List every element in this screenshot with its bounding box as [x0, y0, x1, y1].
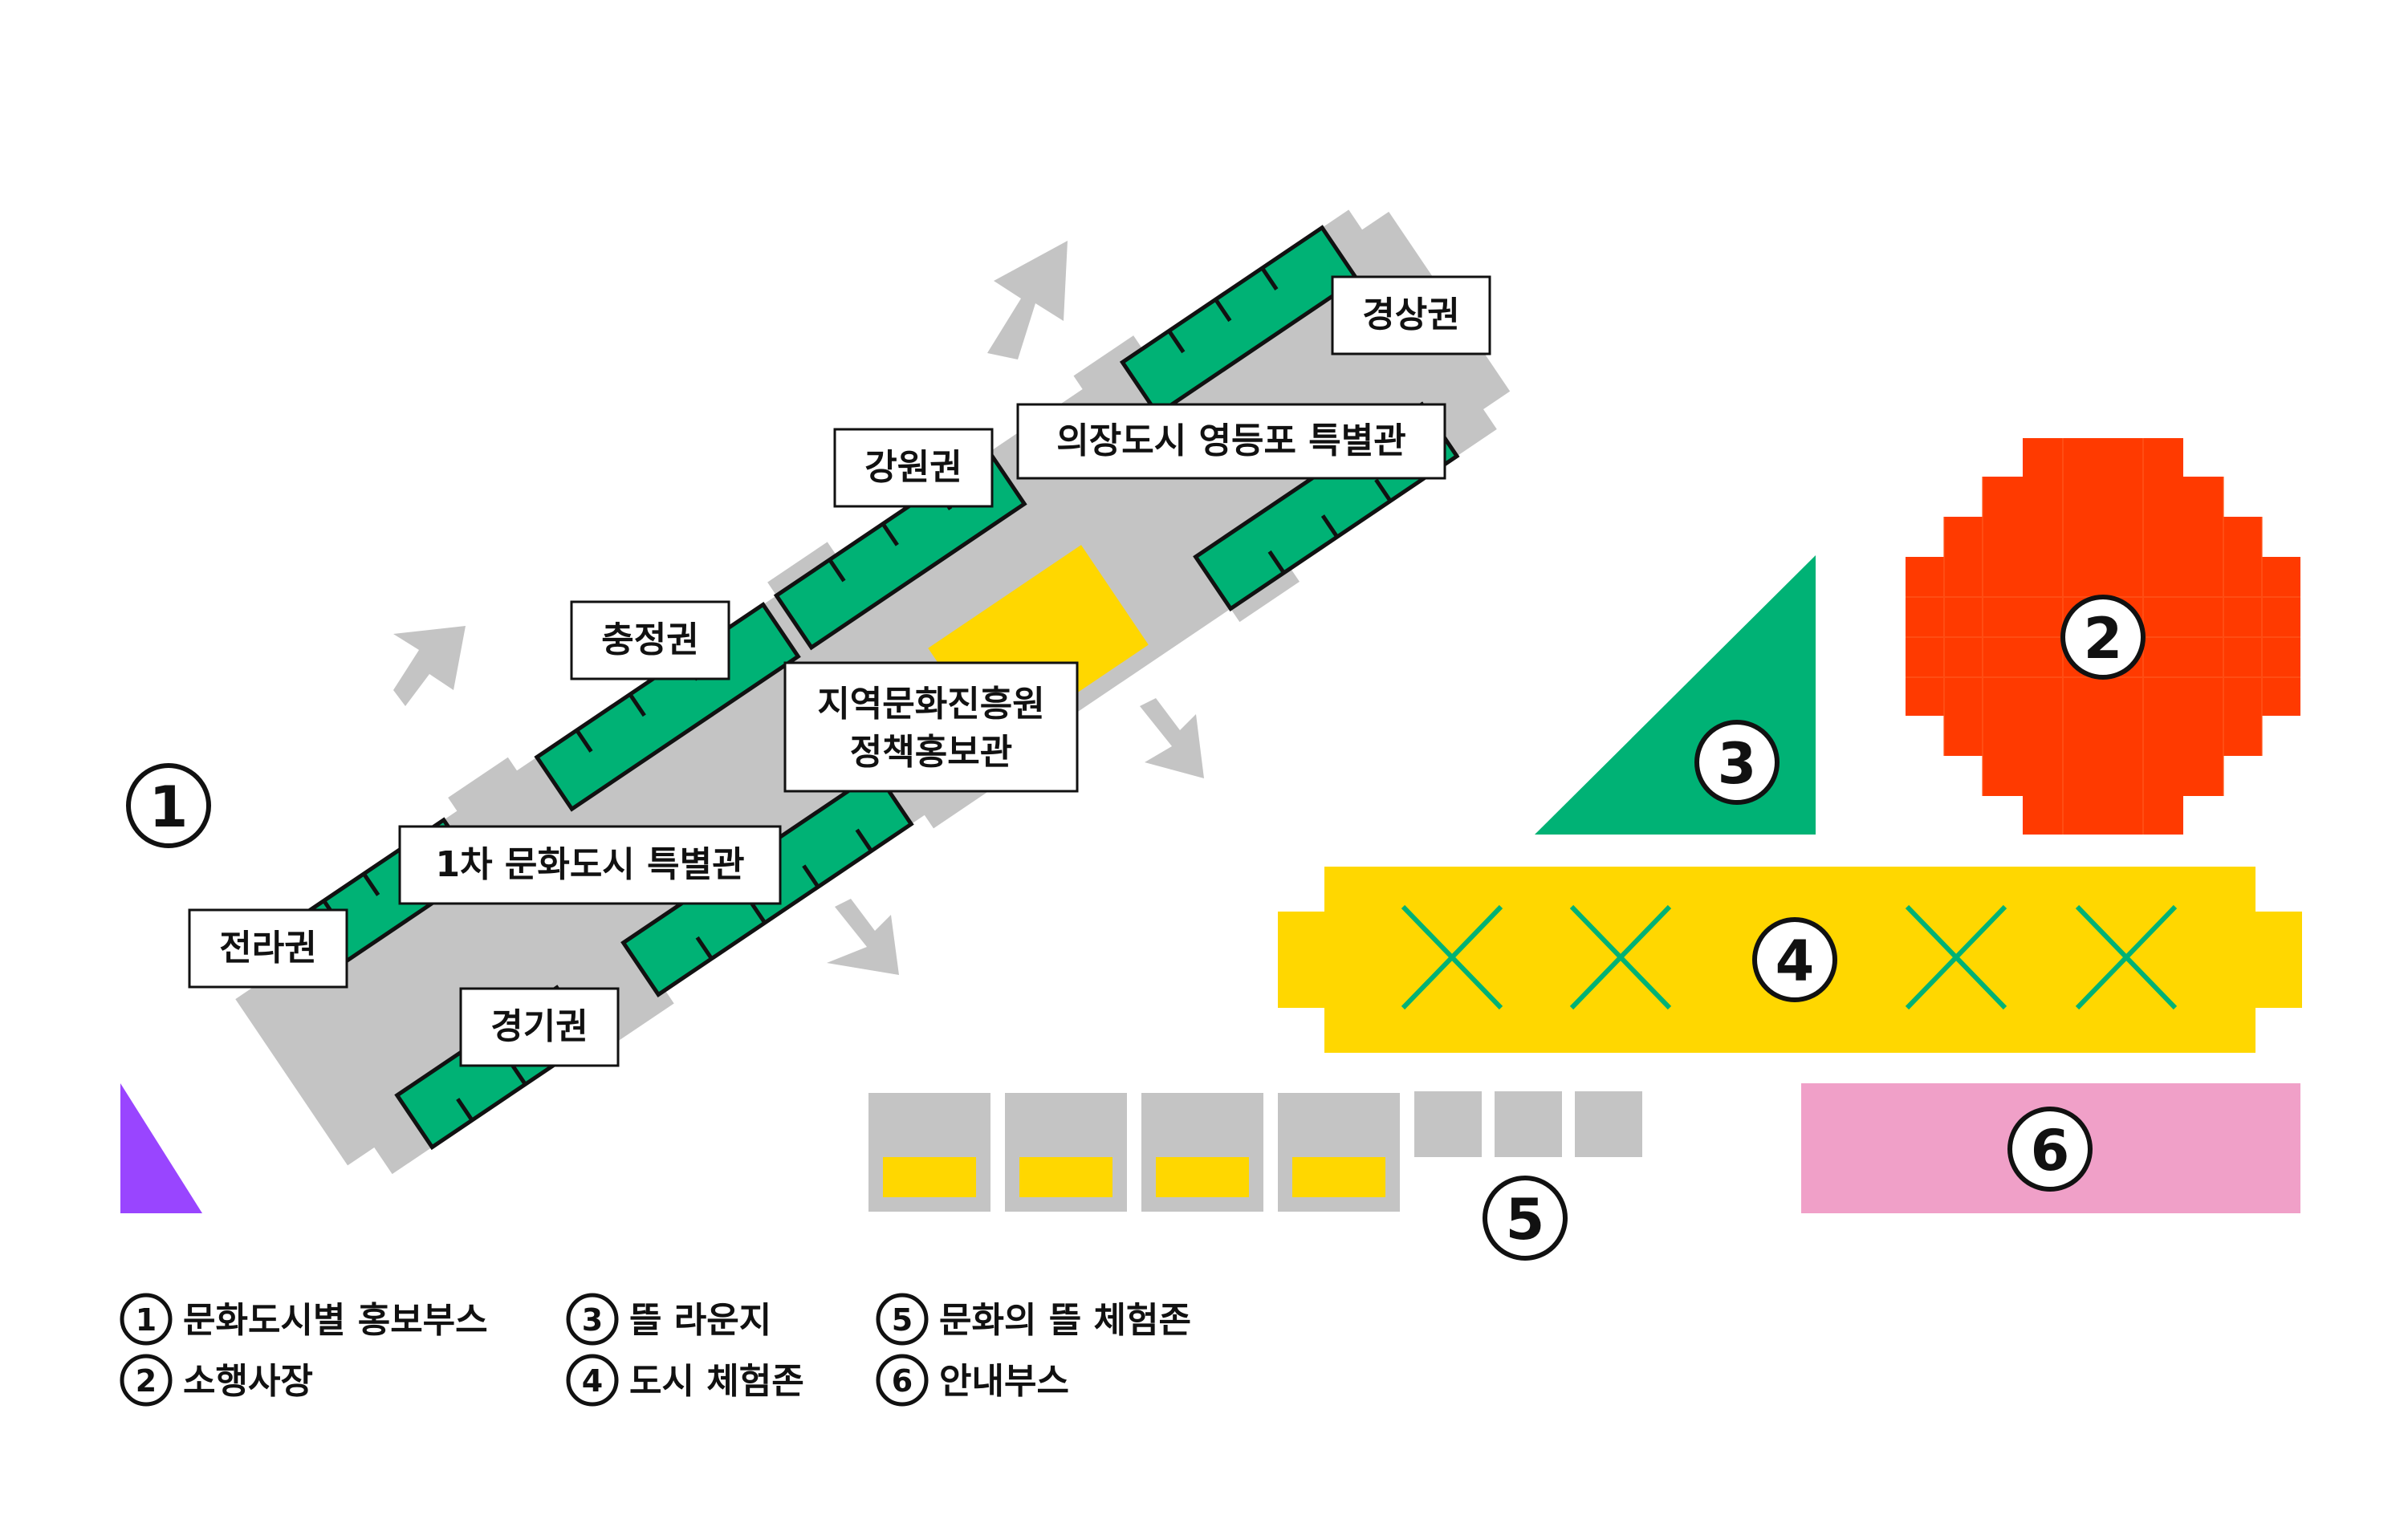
- city-experience-zone[interactable]: 4: [1278, 867, 2302, 1053]
- exit-arrow-north-2: [393, 626, 466, 706]
- experience-edge-right: [2254, 912, 2302, 1008]
- booth-divider: [748, 900, 767, 924]
- small-stage-area[interactable]: 2: [1906, 438, 2300, 835]
- marker-3: 3: [1718, 731, 1757, 797]
- booth-divider: [1167, 329, 1186, 354]
- experience-booth-bar: [1019, 1157, 1112, 1197]
- exit-arrow-east-1: [1140, 698, 1204, 778]
- zone-label-gangwon-box: [833, 428, 994, 508]
- svg-text:1: 1: [149, 774, 189, 840]
- booth-divider: [575, 729, 593, 753]
- legend-item-6: 6 안내부스: [876, 1354, 1069, 1407]
- svg-text:4: 4: [582, 1363, 603, 1399]
- booth-divider: [1267, 550, 1286, 575]
- zone-label-gyeongsang-box: [1331, 275, 1491, 355]
- booth-strip-gyeongsang[interactable]: [1119, 225, 1361, 417]
- marker-1: 1: [126, 763, 211, 848]
- legend-item-1: 1 문화도시별 홍보부스: [120, 1293, 488, 1346]
- zone-label-uijang: 의장도시 영등포 특별관: [1056, 420, 1405, 461]
- zone-label-chungjeong-box: [570, 600, 730, 680]
- exit-arrow-north-1: [987, 241, 1068, 359]
- legend-label-6: 안내부스: [939, 1361, 1069, 1402]
- legend-label-5: 문화의 뜰 체험존: [939, 1300, 1191, 1341]
- zone-label-policy-line2: 정책홍보관: [850, 732, 1012, 773]
- marker-2-circle: [2060, 595, 2146, 680]
- zone-label-first-city-box: [398, 825, 782, 905]
- svg-text:3: 3: [582, 1302, 603, 1338]
- zone-label-uijang-box: [1016, 403, 1446, 480]
- zone-label-gangwon: 강원권: [864, 447, 962, 488]
- legend-item-4: 4 도시 체험존: [566, 1354, 804, 1407]
- zone-label-policy-box: [783, 661, 1079, 793]
- booth-divider: [1214, 298, 1232, 323]
- booth-divider: [828, 558, 846, 583]
- zone-label-gyeonggi: 경기권: [490, 1006, 588, 1047]
- legend-label-2: 소행사장: [183, 1361, 313, 1402]
- marker-5: 5: [1506, 1187, 1545, 1253]
- booth-divider: [628, 692, 646, 717]
- small-booth: [1495, 1091, 1562, 1157]
- booth-divider: [855, 828, 873, 852]
- experience-booth-bar: [883, 1157, 976, 1197]
- booth-divider: [881, 522, 899, 546]
- booth-strip-chungjeong[interactable]: [534, 601, 801, 812]
- exit-arrow-east-2: [827, 899, 899, 975]
- small-booth: [1414, 1091, 1482, 1157]
- entrance-marker: [120, 1083, 202, 1213]
- lounge-triangle: [1535, 555, 1816, 835]
- booth-divider: [1260, 266, 1279, 290]
- marker-2: 2: [2084, 606, 2123, 672]
- legend: 1 문화도시별 홍보부스 2 소행사장 3 뜰 라운지 4 도시 체험존 5 문…: [120, 1293, 1191, 1407]
- experience-booth-bar: [1156, 1157, 1249, 1197]
- marker-4: 4: [1775, 928, 1815, 994]
- booth-divider: [362, 872, 380, 896]
- legend-item-2: 2 소행사장: [120, 1354, 313, 1407]
- experience-booth-bar: [1292, 1157, 1385, 1197]
- svg-text:1: 1: [136, 1302, 157, 1338]
- experience-edge-left: [1278, 912, 1326, 1008]
- marker-3-circle: [1694, 720, 1780, 805]
- marker-5-circle: [1483, 1176, 1568, 1261]
- lounge-area[interactable]: 3: [1535, 555, 1816, 835]
- svg-text:5: 5: [892, 1302, 913, 1338]
- info-booth-area[interactable]: 6: [1801, 1083, 2300, 1213]
- svg-text:2: 2: [136, 1363, 157, 1399]
- booth-divider: [695, 936, 714, 961]
- zone-label-gyeonggi-box: [459, 987, 620, 1067]
- small-booth: [1575, 1091, 1642, 1157]
- legend-label-1: 문화도시별 홍보부스: [183, 1300, 488, 1341]
- zone-label-policy-line1: 지역문화진흥원: [817, 684, 1044, 725]
- zone-label-first-city: 1차 문화도시 특별관: [435, 844, 744, 885]
- booth-divider: [1374, 478, 1393, 502]
- legend-item-5: 5 문화의 뜰 체험존: [876, 1293, 1191, 1346]
- marker-6-circle: [2007, 1107, 2093, 1192]
- booth-divider: [802, 864, 820, 888]
- culture-experience-zone[interactable]: 5: [868, 1091, 1642, 1261]
- svg-text:6: 6: [892, 1363, 913, 1399]
- booth-divider: [456, 1098, 474, 1122]
- legend-label-3: 뜰 라운지: [629, 1300, 771, 1341]
- zone-label-gyeongsang: 경상권: [1362, 294, 1459, 335]
- experience-x-marks: [1401, 904, 2178, 1010]
- zone-label-jeolla-box: [188, 908, 348, 989]
- zone-label-chungjeong: 충정권: [601, 619, 698, 660]
- booth-divider: [1320, 514, 1339, 538]
- legend-label-4: 도시 체험존: [629, 1361, 804, 1402]
- zone-labels: 경상권 강원권 의장도시 영등포 특별관 충정권 지역문화진흥원 정책홍보관 1…: [188, 275, 1491, 1067]
- zone-label-jeolla: 전라권: [219, 928, 316, 969]
- hall-edge-left: [235, 972, 388, 1166]
- legend-item-3: 3 뜰 라운지: [566, 1293, 771, 1346]
- marker-6: 6: [2031, 1118, 2070, 1184]
- marker-4-circle: [1752, 917, 1837, 1002]
